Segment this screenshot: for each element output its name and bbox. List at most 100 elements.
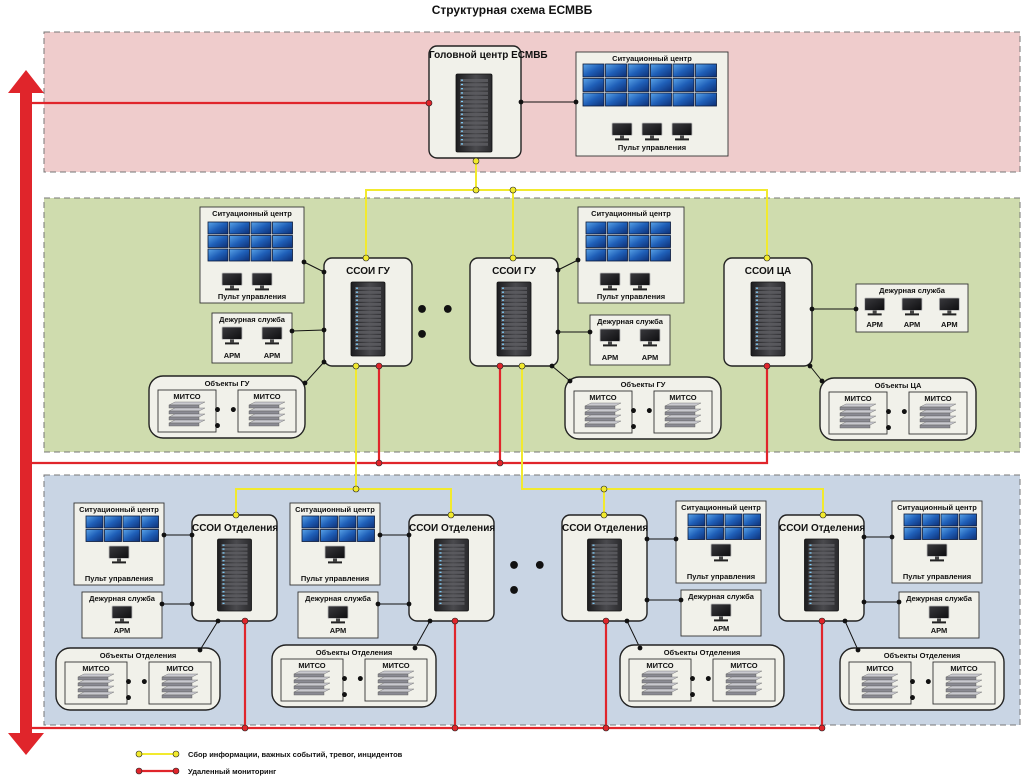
- video-screen: [650, 63, 672, 78]
- video-screen: [959, 527, 977, 540]
- monitor-neck: [230, 285, 234, 289]
- video-screen: [706, 513, 724, 527]
- rack-unit: [460, 83, 488, 87]
- video-screen: [585, 221, 607, 235]
- monitor-icon: [639, 328, 661, 347]
- rack-unit: [591, 571, 618, 574]
- mitso-device-icon: [839, 403, 877, 429]
- rack-unit: [755, 343, 781, 346]
- objects-group-title: Объекты Отделения: [99, 651, 177, 660]
- video-screen: [959, 513, 977, 527]
- objects-group-title: Объекты Отделения: [883, 651, 961, 660]
- videowall-icon: [301, 515, 375, 542]
- mitso-device-icon: [168, 401, 206, 427]
- video-screen: [582, 78, 605, 92]
- monitor-screen: [221, 326, 243, 340]
- server-rack-icon: [750, 281, 786, 357]
- rack-led: [439, 544, 442, 546]
- video-screen: [903, 527, 922, 540]
- rack-unit: [591, 594, 618, 598]
- rack-unit: [460, 79, 488, 83]
- info-collection-line: [521, 366, 824, 515]
- monitor-neck: [638, 285, 642, 289]
- rack-led: [439, 598, 442, 601]
- device-top: [293, 670, 331, 675]
- rack-led: [756, 319, 758, 321]
- arm-label: АРМ: [712, 624, 730, 633]
- rack-unit: [355, 295, 381, 298]
- video-screen: [250, 235, 272, 248]
- device-top: [839, 421, 877, 426]
- monitor-screen: [639, 328, 661, 342]
- rack-led: [756, 307, 758, 309]
- device-front: [945, 676, 977, 681]
- device-front: [584, 405, 616, 410]
- device-top: [584, 414, 622, 419]
- connector-dot: [855, 647, 861, 653]
- rack-led: [809, 575, 812, 577]
- rack-led: [809, 556, 812, 558]
- monitor-screen: [710, 603, 732, 617]
- device-top: [919, 409, 957, 414]
- device-top: [248, 407, 286, 412]
- connector-dot: [555, 267, 561, 273]
- device-front: [77, 676, 109, 681]
- rack-unit: [438, 586, 465, 590]
- connector-dot: [896, 599, 902, 605]
- device-front: [861, 682, 893, 687]
- rack-led: [356, 291, 358, 293]
- rack-led: [356, 295, 358, 297]
- rack-led: [461, 83, 463, 86]
- connector-dot: [302, 380, 308, 386]
- connector-dot: [861, 599, 867, 605]
- monitor-screen: [938, 297, 960, 311]
- monitor-neck: [120, 618, 124, 622]
- video-screen: [650, 78, 672, 92]
- rack-led: [356, 343, 358, 345]
- rack-unit: [501, 343, 527, 346]
- duty-service-title: Дежурная служба: [879, 286, 945, 295]
- connector-dot: [573, 99, 579, 105]
- rack-led: [809, 591, 812, 593]
- connector-dot: [549, 363, 555, 369]
- monitor-icon: [108, 545, 130, 564]
- video-screen: [207, 221, 229, 235]
- rack-unit: [808, 590, 835, 594]
- junction-dot: [496, 459, 504, 467]
- rack-led: [809, 548, 812, 550]
- rack-unit: [355, 331, 381, 334]
- mitso-device-icon: [161, 673, 199, 699]
- device-top: [725, 670, 763, 675]
- device-front: [377, 685, 409, 690]
- video-screen: [250, 248, 272, 262]
- rack-unit: [501, 299, 527, 302]
- device-top: [839, 415, 877, 420]
- monitor-neck: [336, 618, 340, 622]
- connector-dot: [518, 99, 524, 105]
- rack-led: [439, 591, 442, 593]
- device-top: [725, 682, 763, 687]
- rack-led: [439, 587, 442, 589]
- rack-unit: [221, 602, 248, 605]
- device-top: [861, 679, 899, 684]
- rack-led: [439, 556, 442, 558]
- monitor-screen: [327, 605, 349, 619]
- device-front: [248, 416, 280, 421]
- diagram-title: Структурная схема ЕСМВБ: [431, 3, 593, 17]
- connector-dot: [189, 532, 195, 538]
- rack-unit: [755, 331, 781, 334]
- mitso-label: МИТСО: [166, 664, 194, 673]
- device-top: [584, 408, 622, 413]
- rack-unit: [808, 555, 835, 559]
- video-screen: [724, 513, 743, 527]
- rack-unit: [438, 575, 465, 578]
- device-top: [77, 679, 115, 684]
- mitso-label: МИТСО: [730, 661, 758, 670]
- mitso-device-icon: [584, 402, 622, 428]
- mitso-device-icon: [919, 403, 957, 429]
- video-screen: [607, 235, 628, 248]
- rack-unit: [808, 586, 835, 590]
- device-front: [377, 679, 409, 684]
- rack-led: [356, 307, 358, 309]
- video-screen: [338, 529, 357, 542]
